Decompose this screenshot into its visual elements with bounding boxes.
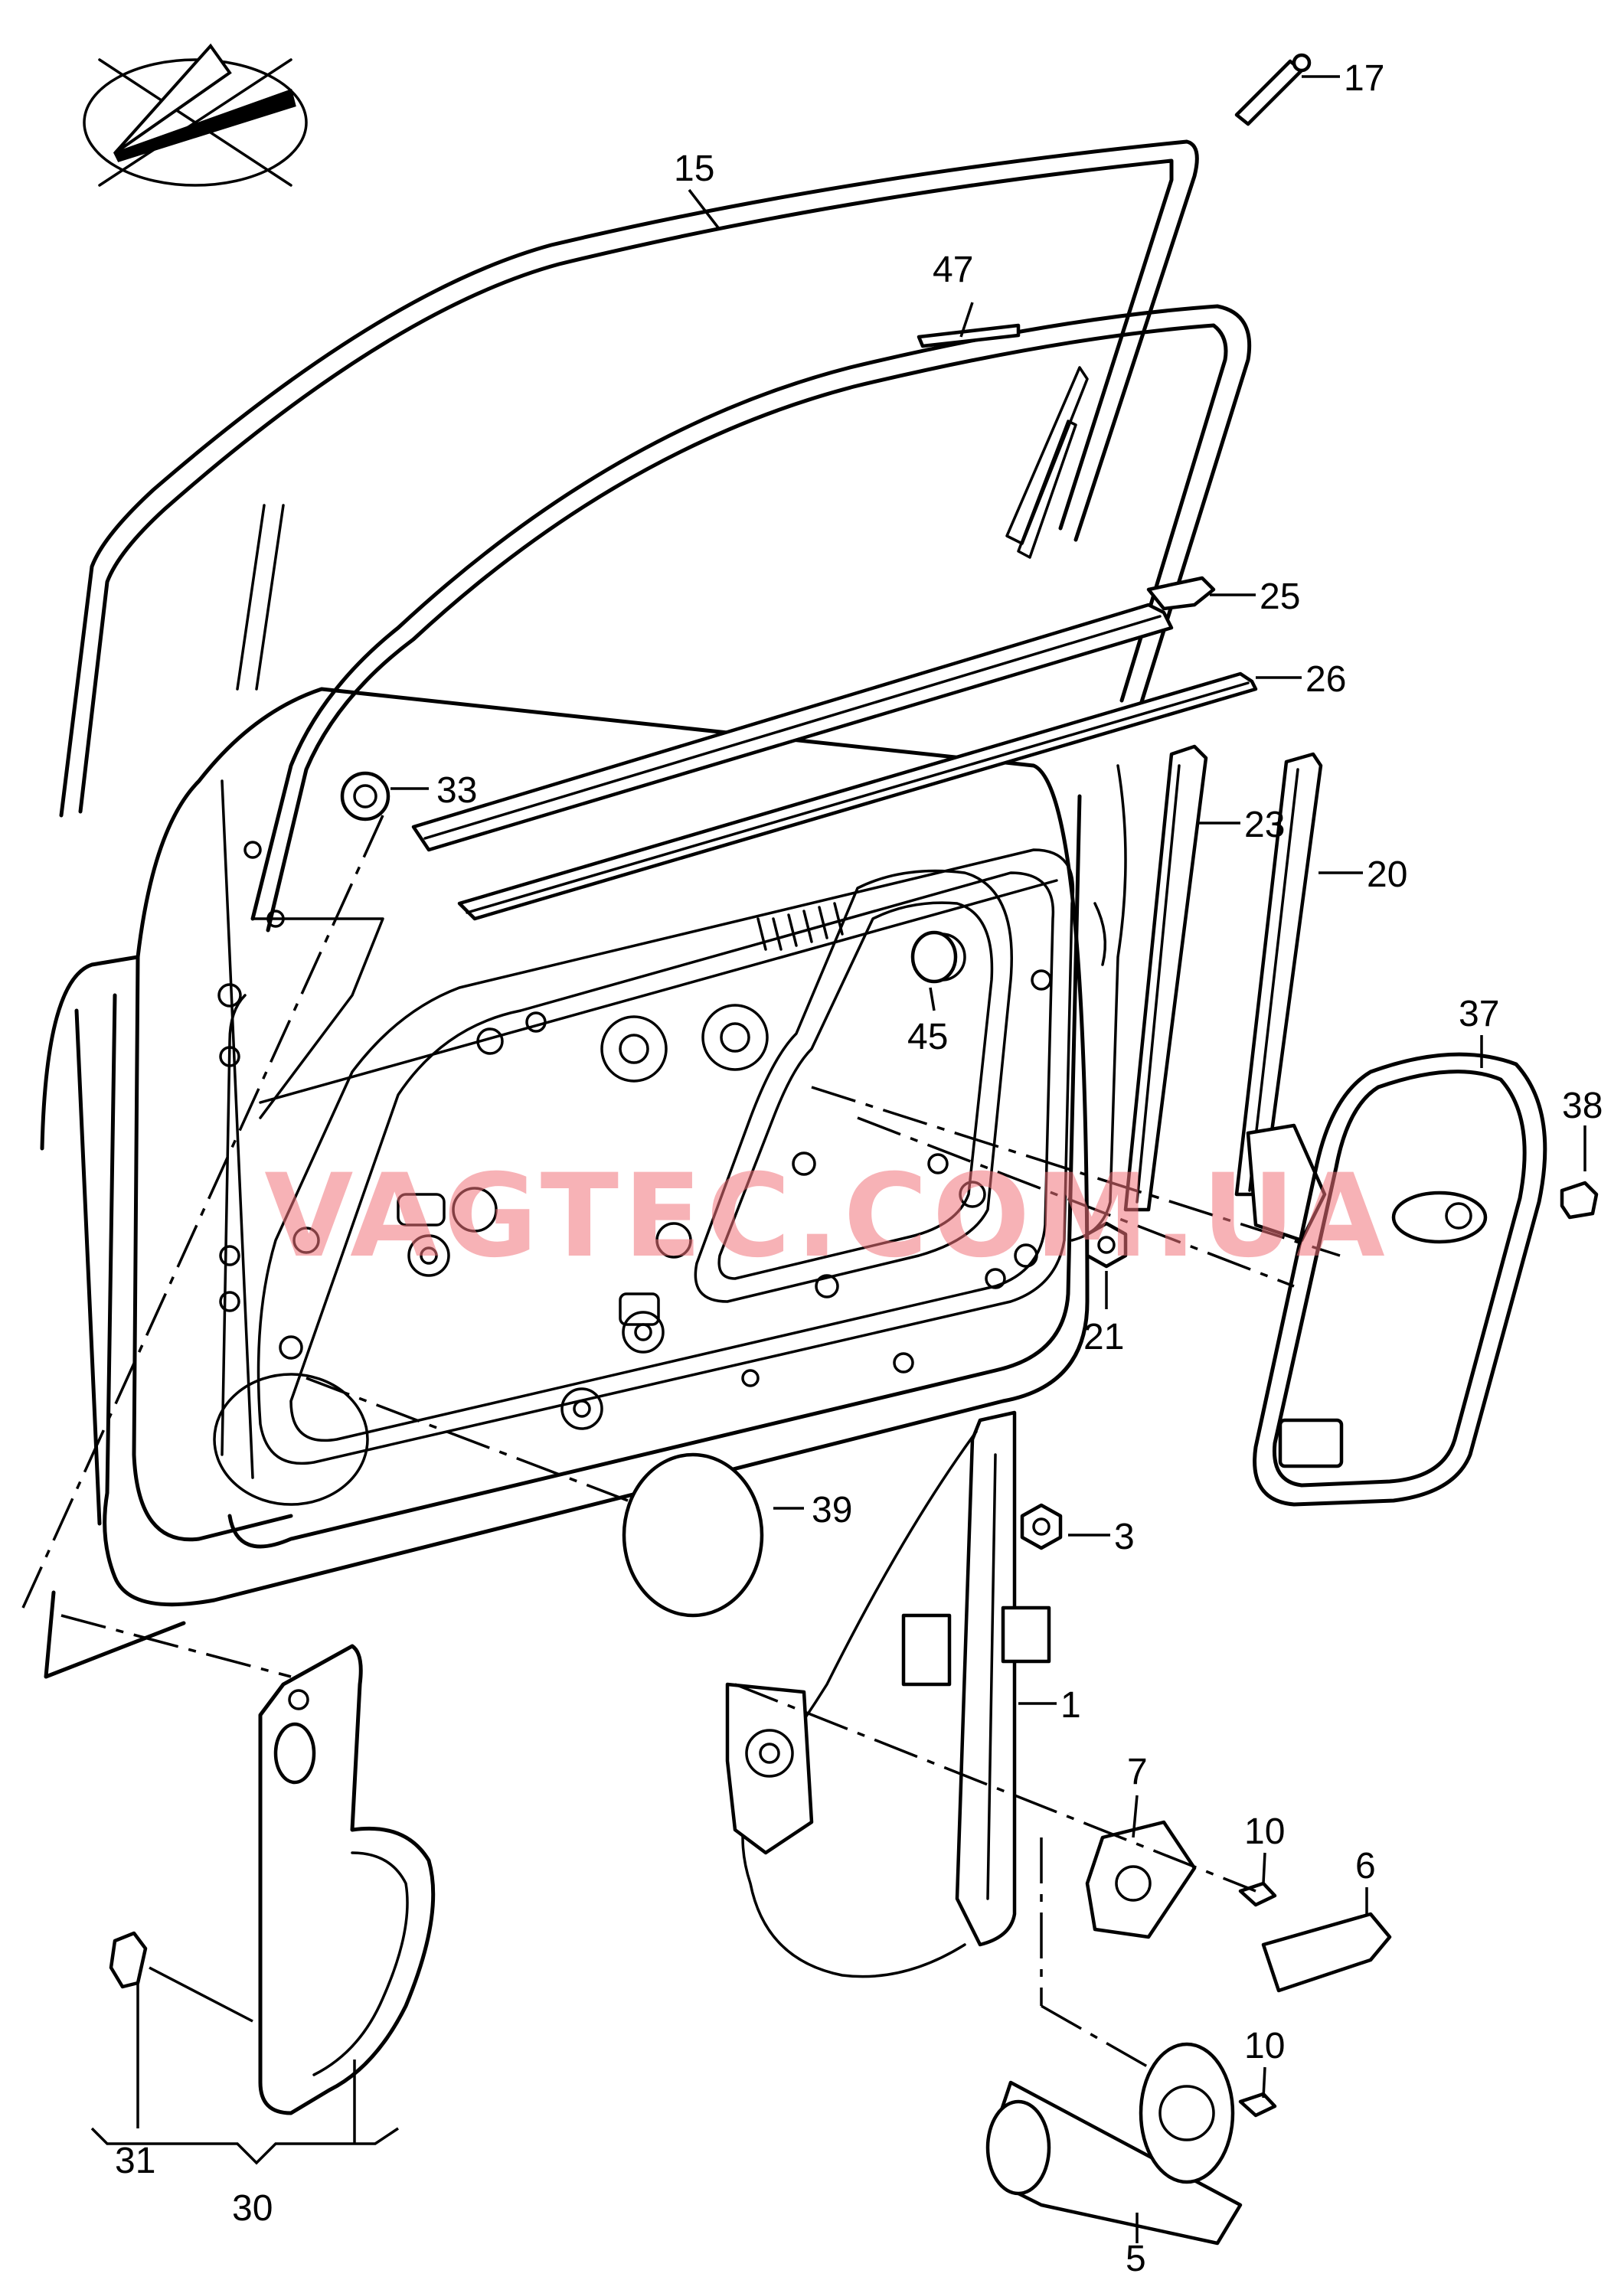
- window-belt-strips: [411, 576, 1258, 921]
- callout-1: 1: [1060, 1685, 1081, 1726]
- callout-3: 3: [1114, 1517, 1135, 1557]
- watermark-text: VAGTEC.COM.UA: [264, 1150, 1389, 1283]
- door-trim-panel: [109, 1644, 436, 2115]
- callout-21: 21: [1083, 1317, 1124, 1357]
- callout-17: 17: [1344, 58, 1384, 99]
- callout-20: 20: [1367, 854, 1407, 895]
- reference-lines: [21, 815, 1341, 2069]
- callout-25: 25: [1260, 577, 1300, 617]
- callout-7: 7: [1127, 1752, 1148, 1792]
- callout-33: 33: [436, 770, 477, 811]
- callout-30: 30: [232, 2188, 273, 2229]
- door-seal-loop: [1253, 1052, 1547, 1507]
- leader-lines: [90, 75, 1586, 2243]
- callout-26: 26: [1305, 659, 1346, 700]
- callout-38: 38: [1562, 1086, 1603, 1126]
- callout-23: 23: [1244, 805, 1285, 845]
- callout-45: 45: [907, 1017, 948, 1057]
- fasteners: [340, 53, 1599, 1550]
- callout-labels: 17 15 47 25 26 33 23 20 45 37 38 21 39 3…: [115, 58, 1603, 2279]
- callout-6: 6: [1355, 1846, 1376, 1886]
- callout-5: 5: [1126, 2239, 1146, 2279]
- inner-frame-seal: [250, 304, 1252, 933]
- outer-window-seal: [59, 139, 1199, 818]
- callout-47: 47: [933, 250, 973, 290]
- round-covers: [622, 930, 958, 1618]
- callout-39: 39: [812, 1490, 852, 1530]
- orientation-symbol-icon: [83, 43, 308, 187]
- drive-parts: [985, 1820, 1392, 2246]
- window-regulator: [725, 1410, 1051, 1978]
- callout-10-upper: 10: [1244, 1811, 1285, 1852]
- callout-31: 31: [115, 2141, 155, 2181]
- door-shell: [40, 687, 1127, 1679]
- callout-10-lower: 10: [1244, 2026, 1285, 2066]
- callout-15: 15: [674, 149, 714, 189]
- callout-37: 37: [1459, 994, 1499, 1034]
